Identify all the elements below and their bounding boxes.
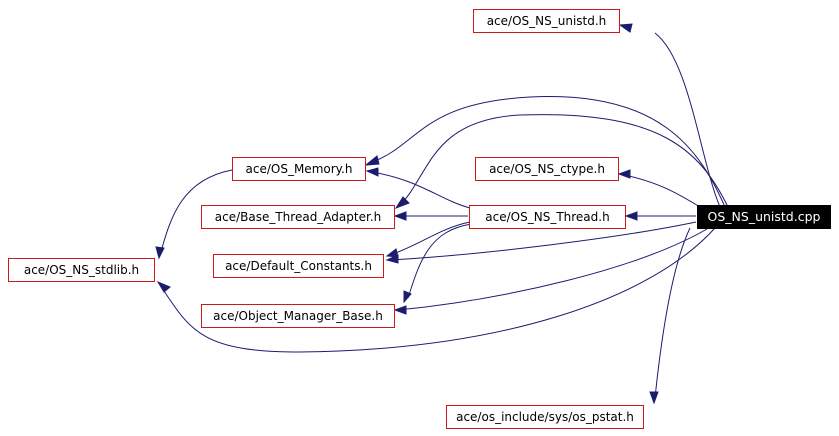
edge-cpp-to-pstat-h [654, 227, 691, 399]
node-os-ns-stdlib-h[interactable]: ace/OS_NS_stdlib.h [8, 258, 155, 282]
arrowhead [617, 169, 631, 179]
arrowhead [364, 155, 380, 166]
arrowhead [385, 248, 399, 258]
node-os-memory-h[interactable]: ace/OS_Memory.h [232, 157, 366, 181]
edge-thread-to-memory-h [371, 171, 471, 209]
edge-cpp-to-stdlib-h [159, 227, 716, 353]
node-os-ns-thread-h[interactable]: ace/OS_NS_Thread.h [469, 205, 626, 229]
arrowhead [403, 290, 412, 304]
arrowhead [365, 167, 379, 177]
edge-cpp-to-unistd-h [654, 32, 721, 208]
arrowhead [393, 211, 407, 221]
edge-thread-to-object-manager-base-h [407, 223, 473, 299]
node-object-manager-base-h[interactable]: ace/Object_Manager_Base.h [201, 304, 395, 328]
edge-thread-to-default-constants-h [389, 221, 471, 256]
arrowhead [156, 280, 171, 293]
node-default-constants-h[interactable]: ace/Default_Constants.h [213, 254, 384, 278]
edge-cpp-to-base-thread-adapter-h [399, 114, 729, 208]
arrowhead [155, 246, 165, 260]
node-os-ns-ctype-h[interactable]: ace/OS_NS_ctype.h [475, 157, 619, 181]
edge-cpp-to-memory-h [369, 95, 726, 208]
arrowhead [393, 305, 407, 315]
edge-memory-to-stdlib-h [159, 169, 233, 256]
node-os-ns-unistd-cpp[interactable]: OS_NS_unistd.cpp [697, 205, 831, 229]
arrowhead [618, 23, 633, 33]
edge-cpp-to-object-manager-base-h [397, 225, 713, 311]
edge-cpp-to-ctype-h [619, 173, 701, 208]
node-os-pstat-h[interactable]: ace/os_include/sys/os_pstat.h [446, 405, 644, 429]
arrowhead [624, 211, 638, 221]
arrowhead [649, 391, 659, 405]
arrowhead [394, 196, 410, 210]
edge-cpp-to-default-constants-h [389, 221, 697, 261]
node-base-thread-adapter-h[interactable]: ace/Base_Thread_Adapter.h [201, 205, 395, 229]
node-os-ns-unistd-h[interactable]: ace/OS_NS_unistd.h [473, 9, 620, 33]
